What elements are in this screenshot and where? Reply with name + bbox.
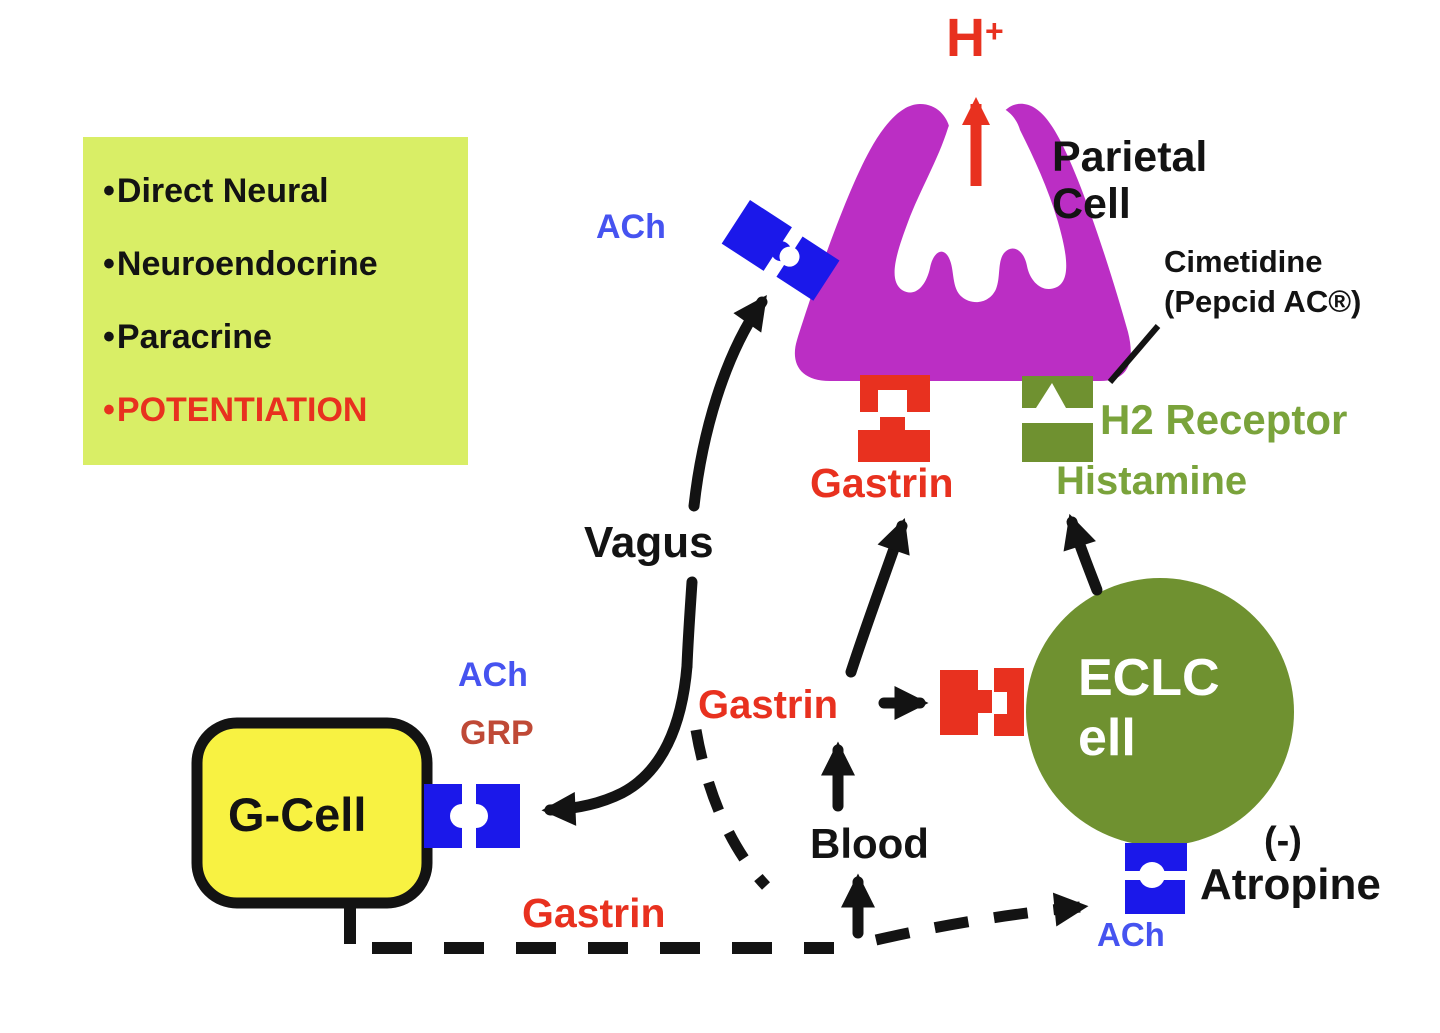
ecl-to-histamine-arrow [1063, 513, 1103, 596]
ach-gcell-label: ACh [458, 656, 528, 694]
gastrin-receptor-ecl [940, 668, 1024, 736]
legend-item-label: Neuroendocrine [116, 245, 378, 283]
atropine-label: Atropine [1200, 860, 1381, 909]
gastrin-bottom-label: Gastrin [522, 890, 666, 936]
legend-box: • Direct Neural • Neuroendocrine • Parac… [83, 137, 468, 465]
legend-item-direct-neural: • Direct Neural [103, 172, 468, 211]
vagus-trunk-line [681, 576, 698, 672]
gastrin-parietal-label: Gastrin [810, 460, 954, 506]
cimetidine-label: Cimetidine (Pepcid AC®) [1164, 244, 1362, 319]
parietal-cell-shape [794, 97, 1131, 381]
gastrin-to-parietal-arrow [845, 517, 910, 678]
vagus-to-ach-arrow [688, 295, 768, 512]
legend-item-label: Direct Neural [116, 172, 329, 210]
blood-label: Blood [810, 820, 929, 867]
gastrin-receptor-parietal [858, 375, 930, 462]
ach-parietal-label: ACh [596, 208, 666, 246]
legend-item-paracrine: • Paracrine [103, 318, 468, 357]
bullet-icon: • [103, 172, 115, 210]
legend-item-label: Paracrine [116, 318, 272, 356]
grp-receptor-gcell [424, 784, 520, 848]
legend-item-label: POTENTIATION [116, 391, 368, 429]
histamine-label: Histamine [1056, 459, 1248, 503]
gastrin-middle-label: Gastrin [698, 683, 839, 727]
bullet-icon: • [103, 318, 115, 356]
h-ion-base: H [946, 8, 985, 68]
vagus-dashed-line [690, 729, 770, 890]
grp-label: GRP [460, 714, 534, 752]
h2-receptor-shape [1022, 376, 1093, 462]
legend-item-neuroendocrine: • Neuroendocrine [103, 245, 468, 284]
cimetidine-pointer-line [1107, 324, 1161, 384]
bullet-icon: • [103, 245, 115, 283]
h-ion-label: H+ [946, 10, 1004, 67]
ach-ecl-label: ACh [1097, 916, 1165, 953]
ecl-cell-label: ECLC ell [1078, 649, 1220, 768]
legend-item-potentiation: • POTENTIATION [103, 391, 468, 430]
ach-receptor-parietal [721, 200, 840, 301]
canaliculus-shape [894, 103, 1067, 303]
parietal-cell-label: Parietal Cell [1052, 133, 1208, 229]
bullet-icon: • [103, 391, 115, 429]
g-cell-label: G-Cell [228, 788, 367, 841]
vagus-to-gcell-arrow [541, 660, 693, 826]
ach-receptor-ecl [1123, 843, 1189, 914]
atropine-minus-label: (-) [1264, 820, 1302, 862]
ecl-cell-shape [1026, 578, 1294, 846]
h-ion-sup: + [985, 13, 1004, 49]
h2-receptor-label: H2 Receptor [1100, 396, 1348, 443]
vagus-label: Vagus [584, 518, 714, 567]
gastrin-dashed-arrow-right [874, 892, 1089, 946]
